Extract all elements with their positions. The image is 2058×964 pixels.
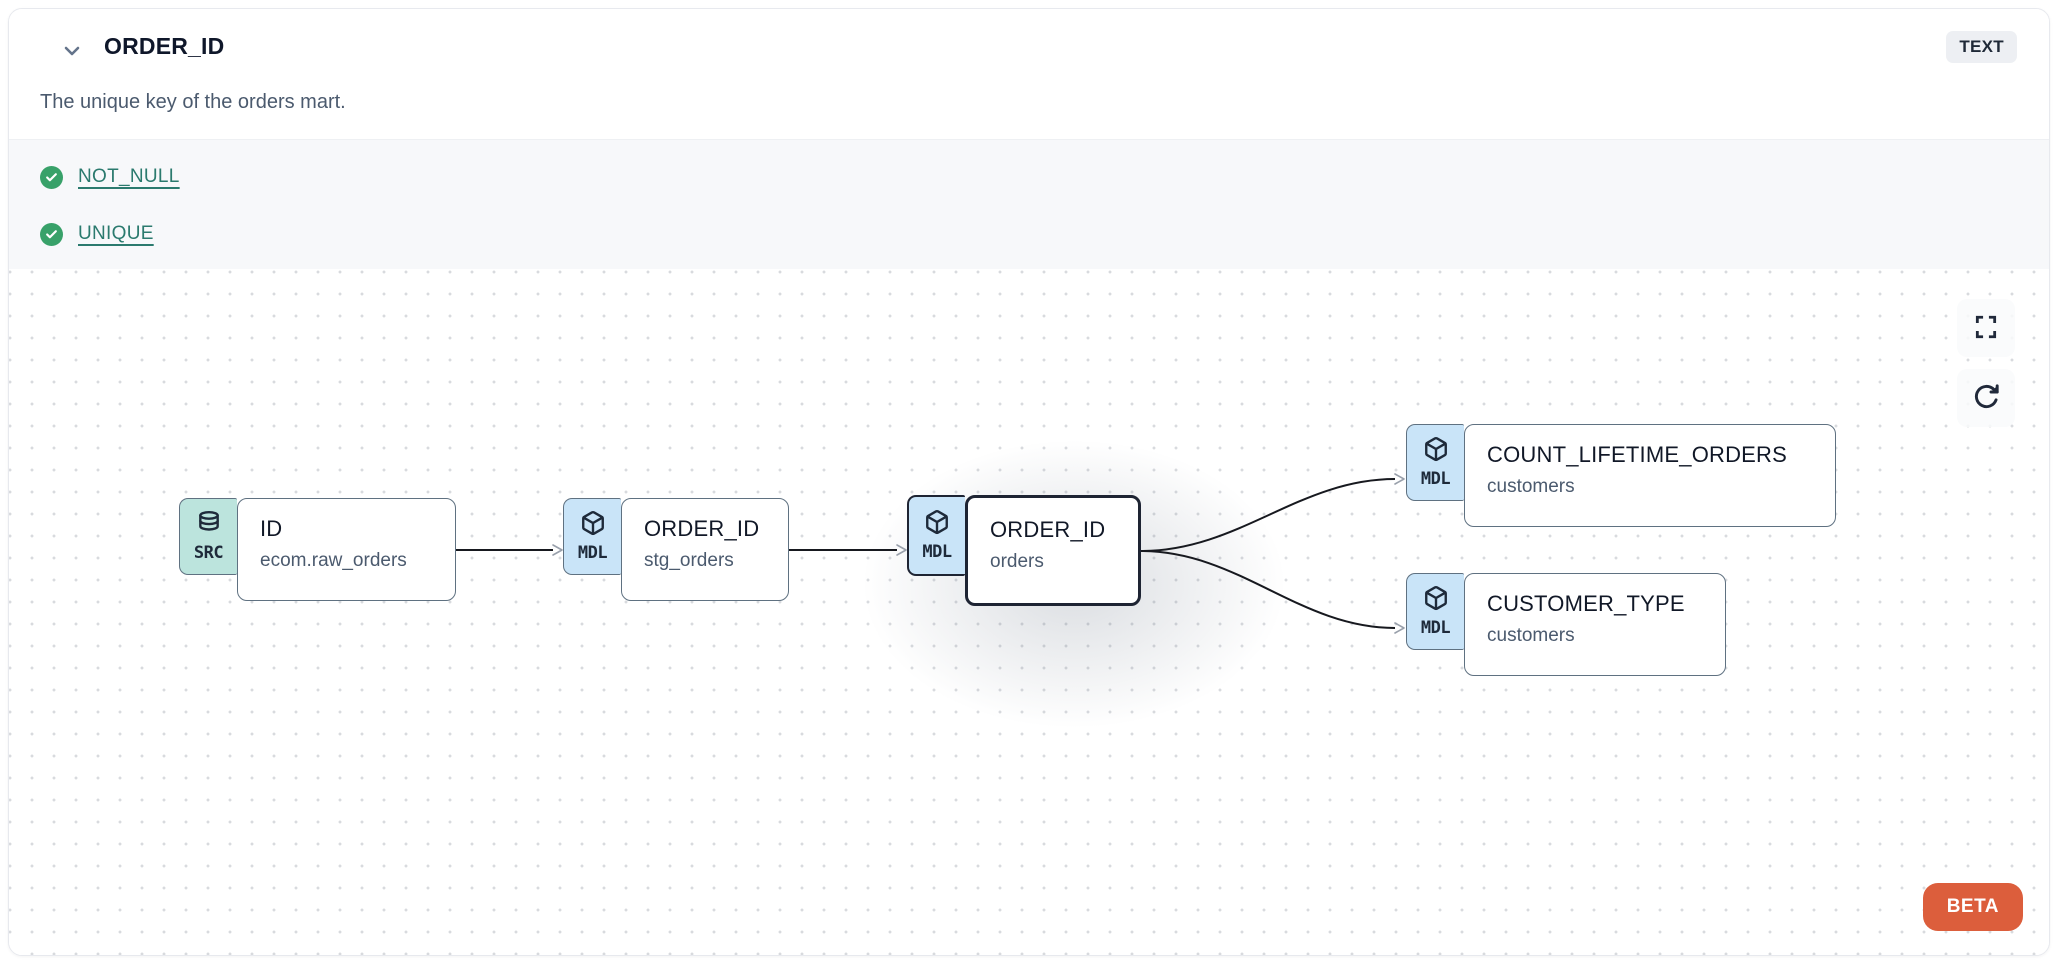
chevron-down-icon xyxy=(60,39,84,66)
node-badge-src: SRC xyxy=(179,498,237,575)
column-description: The unique key of the orders mart. xyxy=(40,91,346,113)
node-badge-mdl: MDL xyxy=(1406,424,1464,501)
column-type-badge: TEXT xyxy=(1946,31,2017,63)
test-row: UNIQUE xyxy=(40,217,2049,251)
refresh-button[interactable] xyxy=(1957,369,2015,427)
check-circle-icon xyxy=(40,165,63,189)
node-badge-mdl: MDL xyxy=(1406,573,1464,650)
fullscreen-icon xyxy=(1973,314,1999,343)
node-card: CUSTOMER_TYPE customers xyxy=(1464,573,1726,676)
cube-icon xyxy=(924,509,950,540)
lineage-node-orders-selected[interactable]: MDL ORDER_ID orders xyxy=(907,495,1141,606)
cube-icon xyxy=(1423,585,1449,616)
node-subtitle: customers xyxy=(1487,625,1575,646)
lineage-edges xyxy=(455,473,1405,634)
node-title: ORDER_ID xyxy=(644,516,760,541)
cube-icon xyxy=(1423,436,1449,467)
lineage-node-stg-orders[interactable]: MDL ORDER_ID stg_orders xyxy=(563,498,789,601)
node-badge-label: SRC xyxy=(193,543,224,563)
node-badge-label: MDL xyxy=(1420,618,1451,638)
lineage-node-source-id[interactable]: SRC ID ecom.raw_orders xyxy=(179,498,456,601)
node-badge-mdl: MDL xyxy=(907,495,965,576)
node-card: ORDER_ID orders xyxy=(965,495,1141,606)
node-card: COUNT_LIFETIME_ORDERS customers xyxy=(1464,424,1836,527)
lineage-canvas[interactable]: SRC ID ecom.raw_orders MDL ORDER_ID stg xyxy=(9,269,2049,955)
page-title: ORDER_ID xyxy=(104,33,225,59)
node-badge-label: MDL xyxy=(922,542,952,562)
node-subtitle: ecom.raw_orders xyxy=(260,550,407,571)
refresh-icon xyxy=(1973,383,2000,413)
node-subtitle: stg_orders xyxy=(644,550,734,571)
node-card: ID ecom.raw_orders xyxy=(237,498,456,601)
lineage-node-customer-type[interactable]: MDL CUSTOMER_TYPE customers xyxy=(1406,573,1726,676)
panel-card: ORDER_ID TEXT The unique key of the orde… xyxy=(8,8,2050,956)
edge-orders-count xyxy=(1140,478,1396,552)
test-link-not-null[interactable]: NOT_NULL xyxy=(78,166,180,187)
collapse-chevron-button[interactable] xyxy=(55,35,89,69)
node-badge-label: MDL xyxy=(577,543,608,563)
node-badge-mdl: MDL xyxy=(563,498,621,575)
fullscreen-button[interactable] xyxy=(1957,299,2015,357)
lineage-node-count-lifetime-orders[interactable]: MDL COUNT_LIFETIME_ORDERS customers xyxy=(1406,424,1836,527)
node-title: COUNT_LIFETIME_ORDERS xyxy=(1487,442,1788,467)
beta-badge: BETA xyxy=(1922,883,2023,931)
database-icon xyxy=(196,510,222,541)
test-row: NOT_NULL xyxy=(40,160,2049,194)
node-title: ID xyxy=(260,516,283,541)
node-card: ORDER_ID stg_orders xyxy=(621,498,789,601)
node-subtitle: customers xyxy=(1487,476,1575,497)
edge-orders-ctype xyxy=(1140,550,1396,629)
check-circle-icon xyxy=(40,222,63,246)
node-subtitle: orders xyxy=(990,551,1044,572)
node-title: CUSTOMER_TYPE xyxy=(1487,591,1685,616)
node-title: ORDER_ID xyxy=(990,517,1106,542)
node-badge-label: MDL xyxy=(1420,469,1451,489)
test-link-unique[interactable]: UNIQUE xyxy=(78,223,154,244)
tests-section: NOT_NULL UNIQUE xyxy=(9,139,2049,269)
cube-icon xyxy=(580,510,606,541)
header: ORDER_ID TEXT The unique key of the orde… xyxy=(9,9,2049,139)
